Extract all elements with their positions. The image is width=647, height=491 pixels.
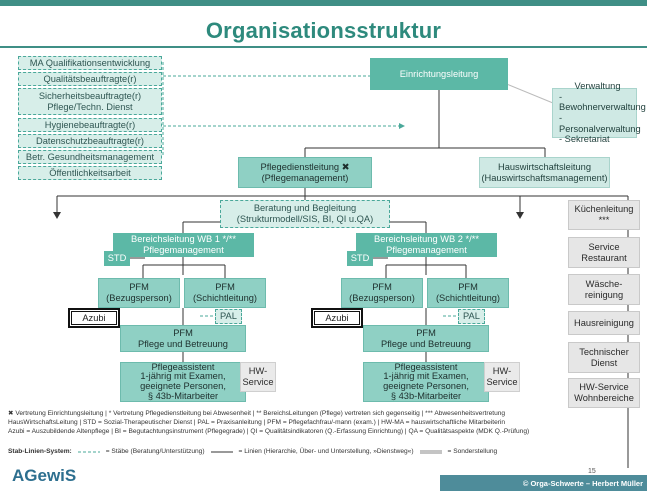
einrichtungsleitung-box: Einrichtungsleitung [370, 58, 508, 90]
stab-item-sicherheit: Sicherheitsbeauftragte(r)Pflege/Techn. D… [18, 88, 162, 115]
std-box-1: STD [104, 251, 130, 266]
legend-linien: = Linien (Hierarchie, Über- und Unterste… [238, 448, 414, 455]
legend-dash-sample-icon [77, 451, 100, 453]
stab-item-datenschutz: Datenschutzbeauftragte(r) [18, 134, 162, 148]
legend-line-2: HausWirtschaftsLeitung | STD = Sozial-Th… [8, 418, 506, 426]
agewis-logo: AGewiS [12, 466, 77, 485]
page-number: 15 [588, 468, 596, 475]
legend-sonder: = Sonderstellung [447, 448, 498, 455]
copyright-bar: © Orga-Schwerte – Herbert Müller [440, 475, 647, 491]
page-title: Organisationsstruktur [205, 18, 442, 43]
hw-service-2: HW-Service [484, 362, 520, 392]
pfm-bezugsperson-2: PFM(Bezugsperson) [341, 278, 423, 308]
legend-double-sample-icon [419, 450, 442, 454]
stab-item-ma-qualifikation: MA Qualifikationsentwicklung [18, 56, 162, 70]
legend-line-sample-icon [210, 451, 233, 453]
top-accent-bar [0, 0, 647, 6]
pfm-bezugsperson-1: PFM(Bezugsperson) [98, 278, 180, 308]
legend-line-3: Azubi = Auszubildende Altenpflege | BI =… [8, 427, 530, 435]
legend-stab: = Stäbe (Beratung/Unterstützung) [105, 448, 205, 455]
service-restaurant-box: Service Restaurant [568, 237, 640, 268]
hausreinigung-box: Hausreinigung [568, 311, 640, 335]
verwaltung-box: Verwaltung - Bewohnerverwaltung - Person… [552, 81, 646, 144]
hw-service-wohnbereiche-box: HW-Service Wohnbereiche [568, 378, 640, 408]
beratung-box: Beratung und Begleitung(Strukturmodell/S… [220, 200, 390, 228]
legend-system: Stab-Linien-System: = Stäbe (Beratung/Un… [8, 448, 639, 457]
legend-system-label: Stab-Linien-System: [8, 448, 72, 455]
pfm-schichtleitung-1: PFM(Schichtleitung) [184, 278, 266, 308]
waeschereinigung-box: Wäsche-reinigung [568, 274, 640, 305]
std-box-2: STD [347, 251, 373, 266]
pal-box-1: PAL [215, 309, 242, 324]
wb1-box: Bereichsleitung WB 1 */**Pflegemanagemen… [113, 233, 254, 257]
stab-item-hygiene: Hygienebeauftragte(r) [18, 118, 162, 132]
azubi-box-1: Azubi [71, 311, 117, 325]
wb2-box: Bereichsleitung WB 2 */**Pflegemanagemen… [356, 233, 497, 257]
technischer-dienst-box: Technischer Dienst [568, 342, 640, 373]
title-underline [0, 46, 647, 48]
stab-item-gesundheit: Betr. Gesundheitsmanagement [18, 150, 162, 164]
kuechenleitung-box: Küchenleitung *** [568, 200, 640, 230]
hauswirtschaftsleitung-box: Hauswirtschaftsleitung(Hauswirtschaftsma… [479, 157, 610, 188]
legend-abbreviations: ✖ Vertretung Einrichtungsleitung | * Ver… [8, 410, 639, 437]
pfm-schichtleitung-2: PFM(Schichtleitung) [427, 278, 509, 308]
pal-box-2: PAL [458, 309, 485, 324]
pflegedienstleitung-box: Pflegedienstleitung ✖(Pflegemanagement) [238, 157, 372, 188]
stab-item-qualitaet: Qualitätsbeauftragte(r) [18, 72, 162, 86]
legend-line-1: ✖ Vertretung Einrichtungsleitung | * Ver… [8, 410, 506, 417]
stab-item-oeffentlichkeit: Öffentlichkeitsarbeit [18, 166, 162, 180]
azubi-box-2: Azubi [314, 311, 360, 325]
hw-service-1: HW-Service [240, 362, 276, 392]
